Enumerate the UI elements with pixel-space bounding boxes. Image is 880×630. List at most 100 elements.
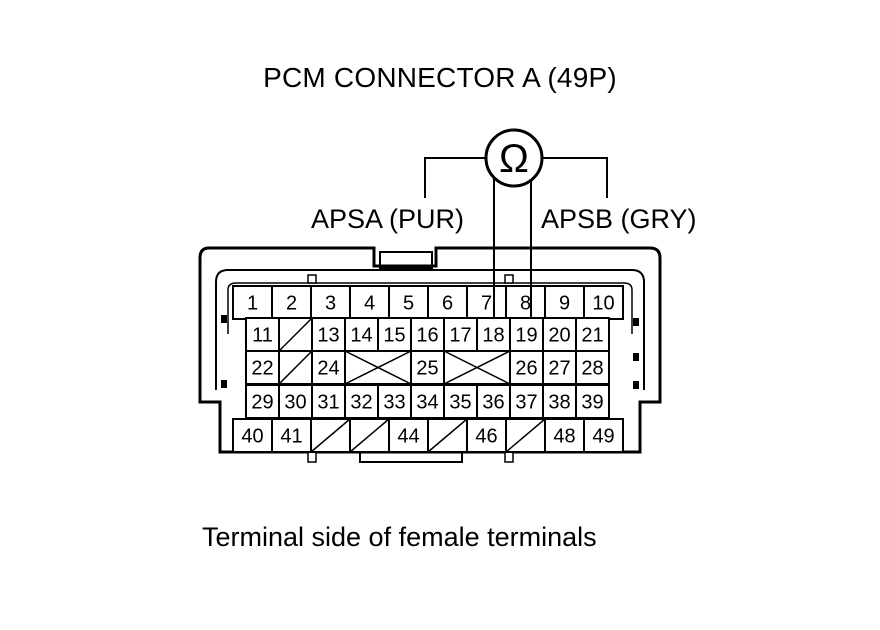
terminal-cell: 5 — [388, 285, 429, 320]
terminal-cell-box — [344, 317, 379, 352]
terminal-cell — [349, 418, 390, 453]
terminal-number: 26 — [515, 358, 537, 380]
terminal-cell: 37 — [509, 384, 544, 419]
terminal-number: 20 — [548, 325, 570, 347]
terminal-number: 13 — [317, 325, 339, 347]
terminal-cell: 1 — [232, 285, 273, 320]
terminal-number: 3 — [325, 293, 336, 315]
terminal-number: 40 — [241, 426, 263, 448]
connector-inner-lip — [227, 282, 633, 334]
ohmmeter-circle — [484, 128, 544, 188]
terminal-cell: 38 — [542, 384, 577, 419]
connector-outer-shell — [198, 246, 662, 454]
terminal-cell: 40 — [232, 418, 273, 453]
terminal-cell-box — [245, 350, 280, 385]
probe-b-label: APSB (GRY) — [541, 204, 697, 234]
terminal-cell: 22 — [245, 350, 280, 385]
diagram-caption: Terminal side of female terminals — [202, 522, 597, 552]
terminal-cell-box — [509, 384, 544, 419]
terminal-cell-box — [575, 384, 610, 419]
side-mark — [633, 318, 639, 326]
terminal-cell: 13 — [311, 317, 346, 352]
terminal-number: 16 — [416, 325, 438, 347]
alignment-tab — [307, 274, 317, 284]
terminal-number: 19 — [515, 325, 537, 347]
ohm-symbol-icon: Ω — [499, 137, 529, 181]
alignment-tab — [504, 451, 514, 463]
terminal-cell: 21 — [575, 317, 610, 352]
terminal-cell: 31 — [311, 384, 346, 419]
terminal-number: 33 — [383, 392, 405, 414]
ohmmeter: Ω — [424, 128, 608, 318]
terminal-cell-box — [271, 418, 312, 453]
terminal-number: 37 — [515, 392, 537, 414]
terminal-number: 39 — [581, 392, 603, 414]
terminal-cell: 4 — [349, 285, 390, 320]
terminal-cell: 8 — [505, 285, 546, 320]
terminal-number: 25 — [416, 358, 438, 380]
terminal-number: 22 — [251, 358, 273, 380]
terminal-number: 35 — [449, 392, 471, 414]
terminal-cell: 24 — [311, 350, 346, 385]
terminal-number: 48 — [553, 426, 575, 448]
probe-a-label: APSA (PUR) — [311, 204, 465, 234]
terminal-number: 1 — [247, 293, 258, 315]
terminal-cell: 32 — [344, 384, 379, 419]
terminal-cell-box — [509, 317, 544, 352]
terminal-number: 30 — [284, 392, 306, 414]
probe-wire-a — [424, 157, 488, 198]
terminal-number: 17 — [449, 325, 471, 347]
terminal-cell — [278, 350, 313, 385]
terminal-cell: 49 — [583, 418, 624, 453]
alignment-tab — [307, 451, 317, 463]
terminal-cell: 34 — [410, 384, 445, 419]
terminal-number: 7 — [481, 293, 492, 315]
terminal-cell: 41 — [271, 418, 312, 453]
connector-inner-shell — [215, 269, 645, 390]
terminal-cell: 35 — [443, 384, 478, 419]
terminal-cell: 3 — [310, 285, 351, 320]
terminal-cell-box — [410, 350, 445, 385]
terminal-cell: 19 — [509, 317, 544, 352]
unused-cavity-slash — [278, 350, 313, 385]
terminal-number: 29 — [251, 392, 273, 414]
terminal-number: 46 — [475, 426, 497, 448]
terminal-number: 34 — [416, 392, 438, 414]
terminal-cell — [505, 418, 546, 453]
terminal-cell: 7 — [466, 285, 507, 320]
terminal-cell: 28 — [575, 350, 610, 385]
terminal-number: 24 — [317, 358, 339, 380]
terminal-cell-box — [388, 418, 429, 453]
terminal-number: 41 — [280, 426, 302, 448]
terminal-cell: 30 — [278, 384, 313, 419]
terminal-cell: 33 — [377, 384, 412, 419]
terminal-cell: 36 — [476, 384, 511, 419]
alignment-tab — [504, 274, 514, 284]
terminal-cell: 6 — [427, 285, 468, 320]
terminal-number: 44 — [397, 426, 419, 448]
terminal-cell: 14 — [344, 317, 379, 352]
terminal-number: 18 — [482, 325, 504, 347]
terminal-number: 49 — [592, 426, 614, 448]
terminal-cell — [310, 418, 351, 453]
terminal-cell: 39 — [575, 384, 610, 419]
unused-cavity-slash — [427, 418, 468, 453]
terminal-cell: 46 — [466, 418, 507, 453]
terminal-cell: 16 — [410, 317, 445, 352]
connector-latch — [379, 251, 433, 269]
terminal-cell: 15 — [377, 317, 412, 352]
terminal-number: 31 — [317, 392, 339, 414]
terminal-cell: 17 — [443, 317, 478, 352]
side-mark — [633, 353, 639, 361]
terminal-cell: 44 — [388, 418, 429, 453]
side-mark — [221, 315, 227, 323]
terminal-cell — [278, 317, 313, 352]
terminal-cell-box — [544, 418, 585, 453]
terminal-cell: 29 — [245, 384, 280, 419]
terminal-number: 4 — [364, 293, 375, 315]
terminal-cell — [344, 350, 412, 385]
terminal-cell: 26 — [509, 350, 544, 385]
unused-cavity-cross — [344, 350, 412, 385]
terminal-cell: 48 — [544, 418, 585, 453]
